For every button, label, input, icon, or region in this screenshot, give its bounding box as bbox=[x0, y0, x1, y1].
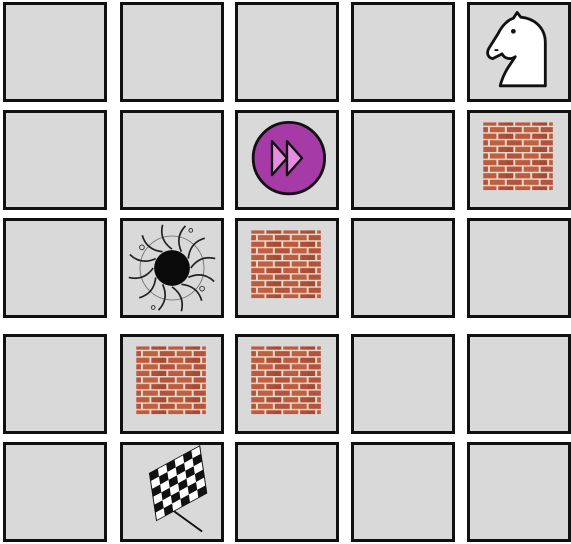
board-cell-r4-c2[interactable] bbox=[235, 442, 339, 542]
brick-wall-icon bbox=[238, 221, 336, 315]
board-cell-r2-c3[interactable] bbox=[351, 218, 455, 318]
knight-icon bbox=[470, 5, 568, 99]
board-cell-r3-c3[interactable] bbox=[351, 334, 455, 434]
board-cell-r2-c2[interactable] bbox=[235, 218, 339, 318]
board-cell-r3-c0[interactable] bbox=[3, 334, 107, 434]
board-cell-r2-c1[interactable] bbox=[120, 218, 224, 318]
board-cell-r3-c1[interactable] bbox=[120, 334, 224, 434]
board-cell-r1-c3[interactable] bbox=[351, 110, 455, 210]
board-cell-r2-c4[interactable] bbox=[467, 218, 571, 318]
board-cell-r0-c1[interactable] bbox=[120, 2, 224, 102]
board-cell-r2-c0[interactable] bbox=[3, 218, 107, 318]
board-cell-r1-c0[interactable] bbox=[3, 110, 107, 210]
board-cell-r0-c3[interactable] bbox=[351, 2, 455, 102]
board-cell-r0-c4[interactable] bbox=[467, 2, 571, 102]
board-cell-r1-c1[interactable] bbox=[120, 110, 224, 210]
brick-wall-icon bbox=[470, 113, 568, 207]
black-hole-icon bbox=[123, 221, 221, 315]
brick-wall-icon bbox=[123, 337, 221, 431]
board-cell-r3-c4[interactable] bbox=[467, 334, 571, 434]
board-cell-r4-c4[interactable] bbox=[467, 442, 571, 542]
board-cell-r3-c2[interactable] bbox=[235, 334, 339, 434]
checkered-flag-icon bbox=[123, 445, 221, 539]
board-cell-r1-c4[interactable] bbox=[467, 110, 571, 210]
board-cell-r1-c2[interactable] bbox=[235, 110, 339, 210]
board-cell-r4-c1[interactable] bbox=[120, 442, 224, 542]
fast-forward-icon bbox=[238, 113, 336, 207]
brick-wall-icon bbox=[238, 337, 336, 431]
board-cell-r0-c2[interactable] bbox=[235, 2, 339, 102]
board-cell-r4-c3[interactable] bbox=[351, 442, 455, 542]
board-cell-r0-c0[interactable] bbox=[3, 2, 107, 102]
board-cell-r4-c0[interactable] bbox=[3, 442, 107, 542]
